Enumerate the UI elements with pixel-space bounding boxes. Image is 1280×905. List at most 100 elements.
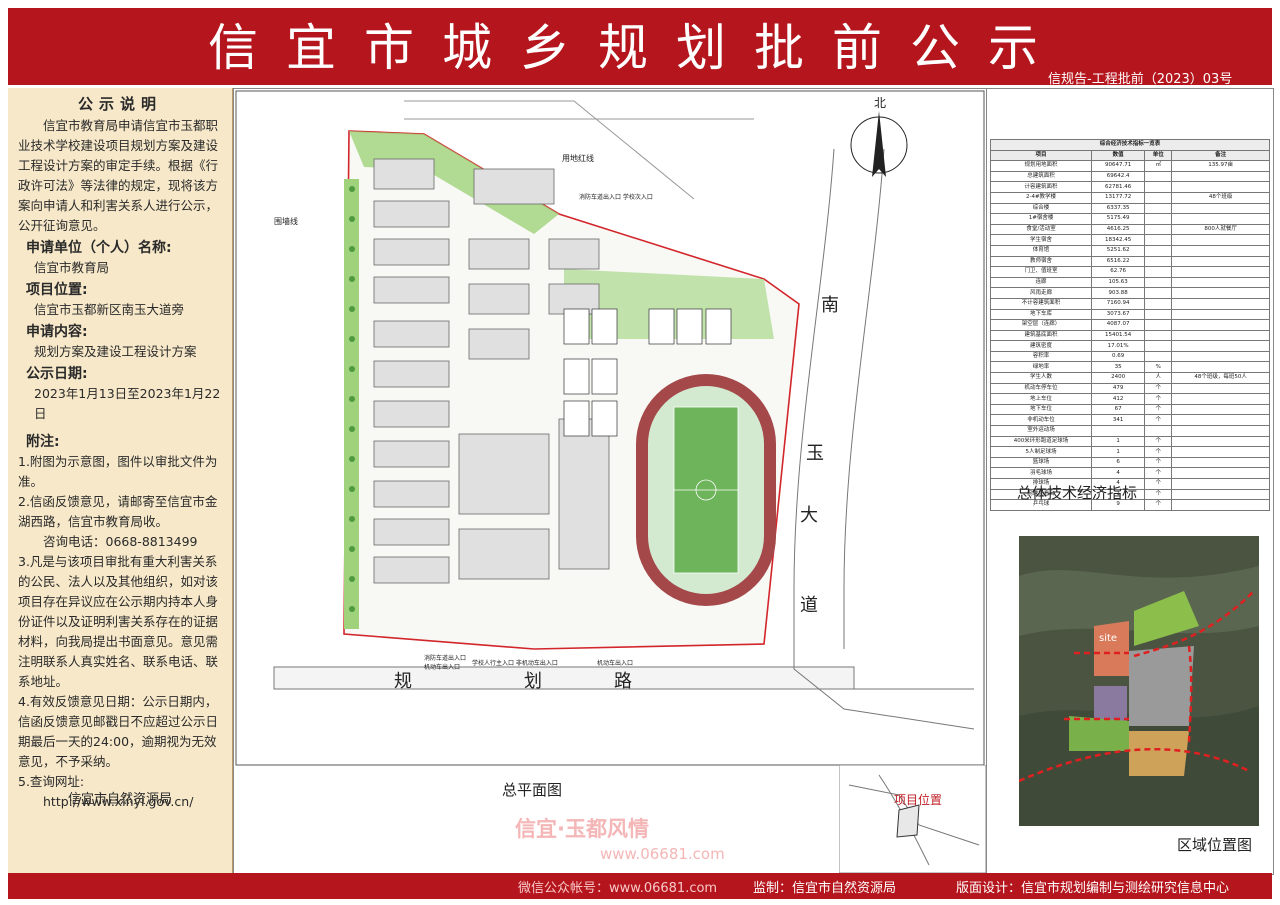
gate-fire-label: 消防车道出入口 bbox=[424, 654, 466, 662]
gate-vehicle-label-2: 机动车出入口 bbox=[597, 659, 633, 667]
table-cell bbox=[1144, 340, 1173, 352]
table-cell bbox=[1171, 435, 1270, 448]
table-cell: 6337.35 bbox=[1091, 202, 1146, 215]
table-cell bbox=[1171, 181, 1270, 193]
table-cell: 地上车位 bbox=[989, 393, 1093, 405]
footer-banner: 微信公众帐号：www.06681.com 监制：信宜市自然资源局 版面设计：信宜… bbox=[8, 873, 1272, 899]
table-cell: 室外运动场 bbox=[989, 425, 1093, 437]
date-label: 公示日期: bbox=[26, 366, 88, 382]
gate-vehicle-label-1: 机动车出入口 bbox=[424, 663, 460, 671]
road-south-char-1: 规 bbox=[394, 671, 412, 692]
north-gate-label: 消防车道出入口 学校次入口 bbox=[579, 193, 653, 201]
table-cell: 个 bbox=[1144, 499, 1173, 511]
table-cell: 0.69 bbox=[1091, 350, 1146, 363]
issuer: 信宜市自然资源局 bbox=[67, 792, 172, 807]
header-banner: 信宜市城乡规划批前公示 信规告-工程批前（2023）03号 bbox=[8, 8, 1272, 87]
table-cell bbox=[1144, 276, 1173, 289]
table-cell bbox=[1171, 319, 1270, 331]
table-header: 数值 bbox=[1091, 149, 1146, 162]
table-cell bbox=[1171, 244, 1270, 257]
table-cell: 6516.22 bbox=[1091, 255, 1146, 268]
table-cell: 个 bbox=[1144, 403, 1173, 416]
table-cell bbox=[1171, 287, 1270, 299]
table-cell bbox=[1144, 308, 1173, 321]
page-title: 信宜市城乡规划批前公示 bbox=[208, 19, 1066, 77]
table-cell: 容积率 bbox=[989, 350, 1093, 363]
table-cell bbox=[1171, 308, 1270, 321]
table-cell bbox=[1171, 170, 1270, 183]
region-caption: 区域位置图 bbox=[1177, 836, 1253, 854]
applicant-value: 信宜市教育局 bbox=[34, 260, 110, 275]
table-cell: 48个班级 bbox=[1171, 191, 1270, 204]
table-cell: 903.88 bbox=[1091, 287, 1146, 299]
table-cell: 13177.72 bbox=[1091, 191, 1146, 204]
table-title: 综合经济技术指标一览表 bbox=[990, 139, 1270, 151]
watermark-wechat: 微信公众帐号：www.06681.com bbox=[518, 881, 718, 896]
table-cell: 羽毛球场 bbox=[989, 467, 1093, 479]
table-cell: 135.97亩 bbox=[1171, 160, 1270, 172]
note-1: 1.附图为示意图，图件以审批文件为准。 bbox=[18, 454, 218, 489]
table-cell: 综合楼 bbox=[989, 202, 1093, 215]
site-plan-drawing: 北 南 玉 大 道 规 划 路 围墙线 用地红线 消防车道出入口 学校次入口 消… bbox=[235, 90, 985, 766]
table-cell: 800人就餐厅 bbox=[1171, 223, 1270, 236]
table-cell bbox=[1144, 329, 1173, 342]
table-cell: 个 bbox=[1144, 456, 1173, 469]
table-cell bbox=[1144, 191, 1173, 204]
note-3: 3.凡是与该项目审批有重大利害关系的公民、法人以及其他组织，如对该项目存在异议应… bbox=[18, 554, 219, 689]
table-cell bbox=[1144, 266, 1173, 278]
table-cell bbox=[1144, 202, 1173, 215]
applicant-label: 申请单位（个人）名称: bbox=[26, 240, 172, 256]
table-cell: 6 bbox=[1091, 456, 1146, 469]
table-cell: 个 bbox=[1144, 414, 1173, 427]
website-link[interactable]: http://www.xinyi.gov.cn/ bbox=[43, 794, 194, 809]
note-4: 4.有效反馈意见日期：公示日期内，信函反馈意见邮戳日不应超过公示日期最后一天的2… bbox=[18, 694, 219, 769]
table-cell: ㎡ bbox=[1144, 160, 1173, 172]
table-cell bbox=[1171, 488, 1270, 501]
table-cell bbox=[1171, 499, 1270, 511]
table-cell bbox=[1171, 414, 1270, 427]
table-cell: 1 bbox=[1091, 435, 1146, 448]
road-east-char-1: 南 bbox=[821, 295, 839, 316]
table-cell: 机动车停车位 bbox=[989, 382, 1093, 395]
table-cell bbox=[1144, 234, 1173, 246]
table-cell bbox=[1171, 350, 1270, 363]
table-cell bbox=[1171, 297, 1270, 310]
table-cell: 不计容建筑面积 bbox=[989, 297, 1093, 310]
table-cell: 62.76 bbox=[1091, 266, 1146, 278]
table-cell: 个 bbox=[1144, 393, 1173, 405]
table-cell bbox=[1144, 425, 1173, 437]
table-cell: 个 bbox=[1144, 478, 1173, 490]
table-cell bbox=[1144, 223, 1173, 236]
table-cell bbox=[1091, 425, 1146, 437]
table-cell bbox=[1171, 234, 1270, 246]
table-cell: 479 bbox=[1091, 382, 1146, 395]
table-cell: 35 bbox=[1091, 361, 1146, 374]
table-cell bbox=[1144, 255, 1173, 268]
table-cell: 4087.07 bbox=[1091, 319, 1146, 331]
watermark-url: www.06681.com bbox=[600, 845, 725, 863]
table-cell: 架空层（连廊） bbox=[989, 319, 1093, 331]
road-south-char-3: 路 bbox=[614, 671, 632, 692]
table-cell: 4616.25 bbox=[1091, 223, 1146, 236]
table-cell bbox=[1171, 202, 1270, 215]
table-cell: 400米环形跑道足球场 bbox=[989, 435, 1093, 448]
table-cell: 105.63 bbox=[1091, 276, 1146, 289]
table-cell bbox=[1171, 393, 1270, 405]
date-value: 2023年1月13日至2023年1月22日 bbox=[34, 386, 221, 421]
